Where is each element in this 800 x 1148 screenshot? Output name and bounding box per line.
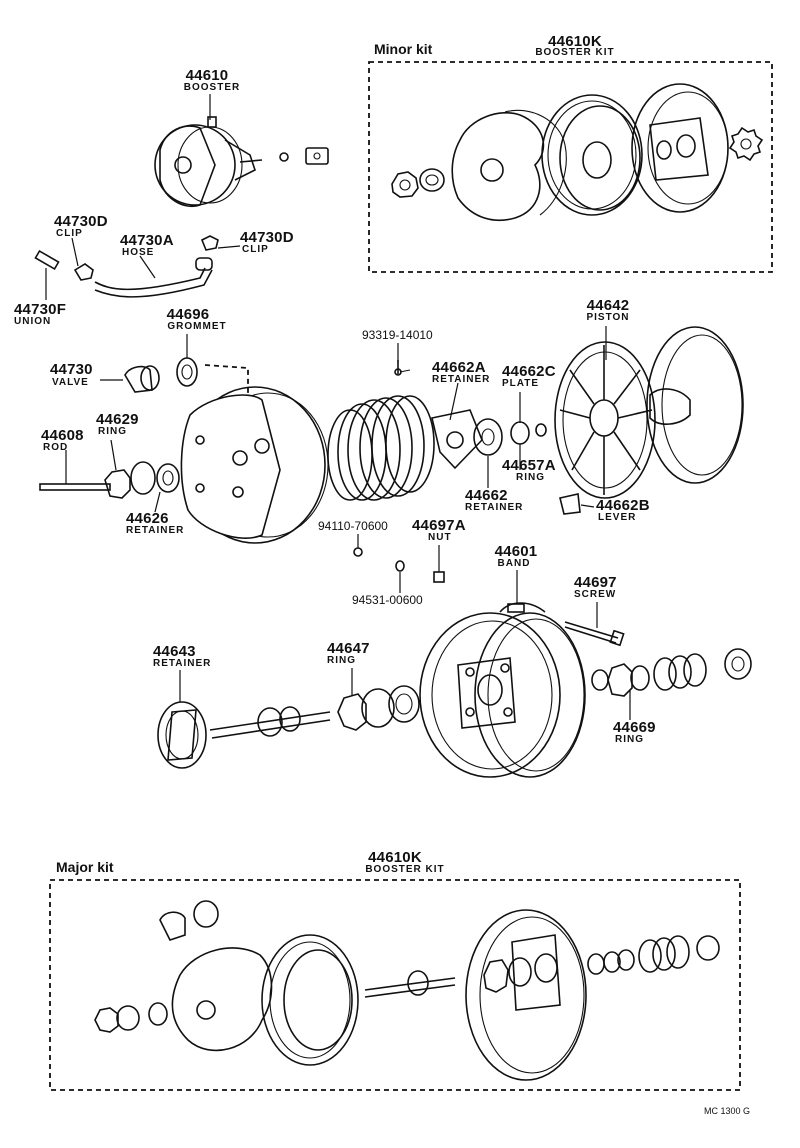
label-44657A-name: RING: [516, 472, 545, 483]
retainer-plate-group: [399, 369, 547, 470]
label-44697-name: SCREW: [574, 589, 617, 600]
label-44730F-no: 44730F: [14, 301, 67, 318]
label-44626-name: RETAINER: [126, 525, 185, 536]
label-93319-14010: 93319-14010: [362, 328, 433, 342]
label-44730A-no: 44730A: [120, 232, 174, 249]
label-44669-name: RING: [615, 734, 644, 745]
label-44642-no: 44642: [586, 297, 630, 314]
major-kit-box: [49, 879, 741, 1091]
label-44608-no: 44608: [41, 427, 84, 444]
hose-assembly: [34, 235, 219, 298]
rear-shell: [419, 602, 586, 778]
label-44730-name: VALVE: [52, 377, 89, 388]
minor-kit-box: [368, 61, 773, 273]
label-44697A-name: NUT: [428, 532, 452, 543]
label-44662-name: RETAINER: [465, 502, 524, 513]
label-44662B-name: LEVER: [598, 512, 637, 523]
label-44669-no: 44669: [613, 719, 656, 736]
footer-code: MC 1300 G: [704, 1106, 751, 1116]
label-44730-no: 44730: [50, 361, 93, 378]
label-94110-70600: 94110-70600: [318, 519, 388, 533]
label-44696-name: GROMMET: [167, 321, 227, 332]
major-kit-title: Major kit: [56, 859, 114, 875]
label-44662C-no: 44662C: [502, 363, 556, 380]
diaphragm-spring: [327, 395, 435, 501]
minor-kit-name: BOOSTER KIT: [535, 47, 615, 58]
label-44697-no: 44697: [574, 574, 617, 591]
label-44601-name: BAND: [497, 558, 531, 569]
label-44662A-name: RETAINER: [432, 374, 491, 385]
label-44730D-clip-left-name: CLIP: [56, 228, 83, 239]
label-44610-name: BOOSTER: [183, 82, 241, 93]
label-44601-no: 44601: [494, 543, 538, 560]
minor-kit-title: Minor kit: [374, 41, 433, 57]
front-shell: [180, 386, 329, 544]
label-44610-no: 44610: [185, 67, 229, 84]
screw: [564, 621, 625, 647]
label-94531-00600: 94531-00600: [352, 593, 423, 607]
label-44730D-clip-left-no: 44730D: [54, 213, 108, 230]
label-44730D-clip-right-no: 44730D: [240, 229, 294, 246]
retainer-44643: [157, 701, 207, 769]
label-44662B-no: 44662B: [596, 497, 650, 514]
leader-lines: [45, 94, 631, 720]
label-44647-no: 44647: [327, 640, 370, 657]
label-44730F-name: UNION: [14, 316, 52, 327]
label-44629-no: 44629: [96, 411, 139, 428]
label-44730D-clip-right-name: CLIP: [242, 244, 269, 255]
seal-rings-right: [591, 648, 752, 697]
label-44657A-no: 44657A: [502, 457, 556, 474]
label-44643-name: RETAINER: [153, 658, 212, 669]
label-44697A-no: 44697A: [412, 517, 466, 534]
minor-kit-part-number: 44610K: [548, 33, 602, 50]
major-kit-name: BOOSTER KIT: [365, 864, 445, 875]
label-44647-name: RING: [327, 655, 356, 666]
booster-assembly: [154, 116, 329, 207]
label-44662C-name: PLATE: [502, 378, 540, 389]
label-44730A-name: HOSE: [122, 247, 155, 258]
valve-plunger: [209, 685, 420, 739]
major-kit-part-number: 44610K: [368, 849, 422, 866]
label-44608-name: ROD: [43, 442, 69, 453]
label-44643-no: 44643: [153, 643, 196, 660]
label-44662-no: 44662: [465, 487, 508, 504]
label-44626-no: 44626: [126, 510, 169, 527]
label-44642-name: PISTON: [586, 312, 630, 323]
piston: [554, 326, 744, 499]
label-44696-no: 44696: [166, 306, 210, 323]
label-44662A-no: 44662A: [432, 359, 486, 376]
rod-assembly: [39, 461, 180, 499]
label-44629-name: RING: [98, 426, 127, 437]
